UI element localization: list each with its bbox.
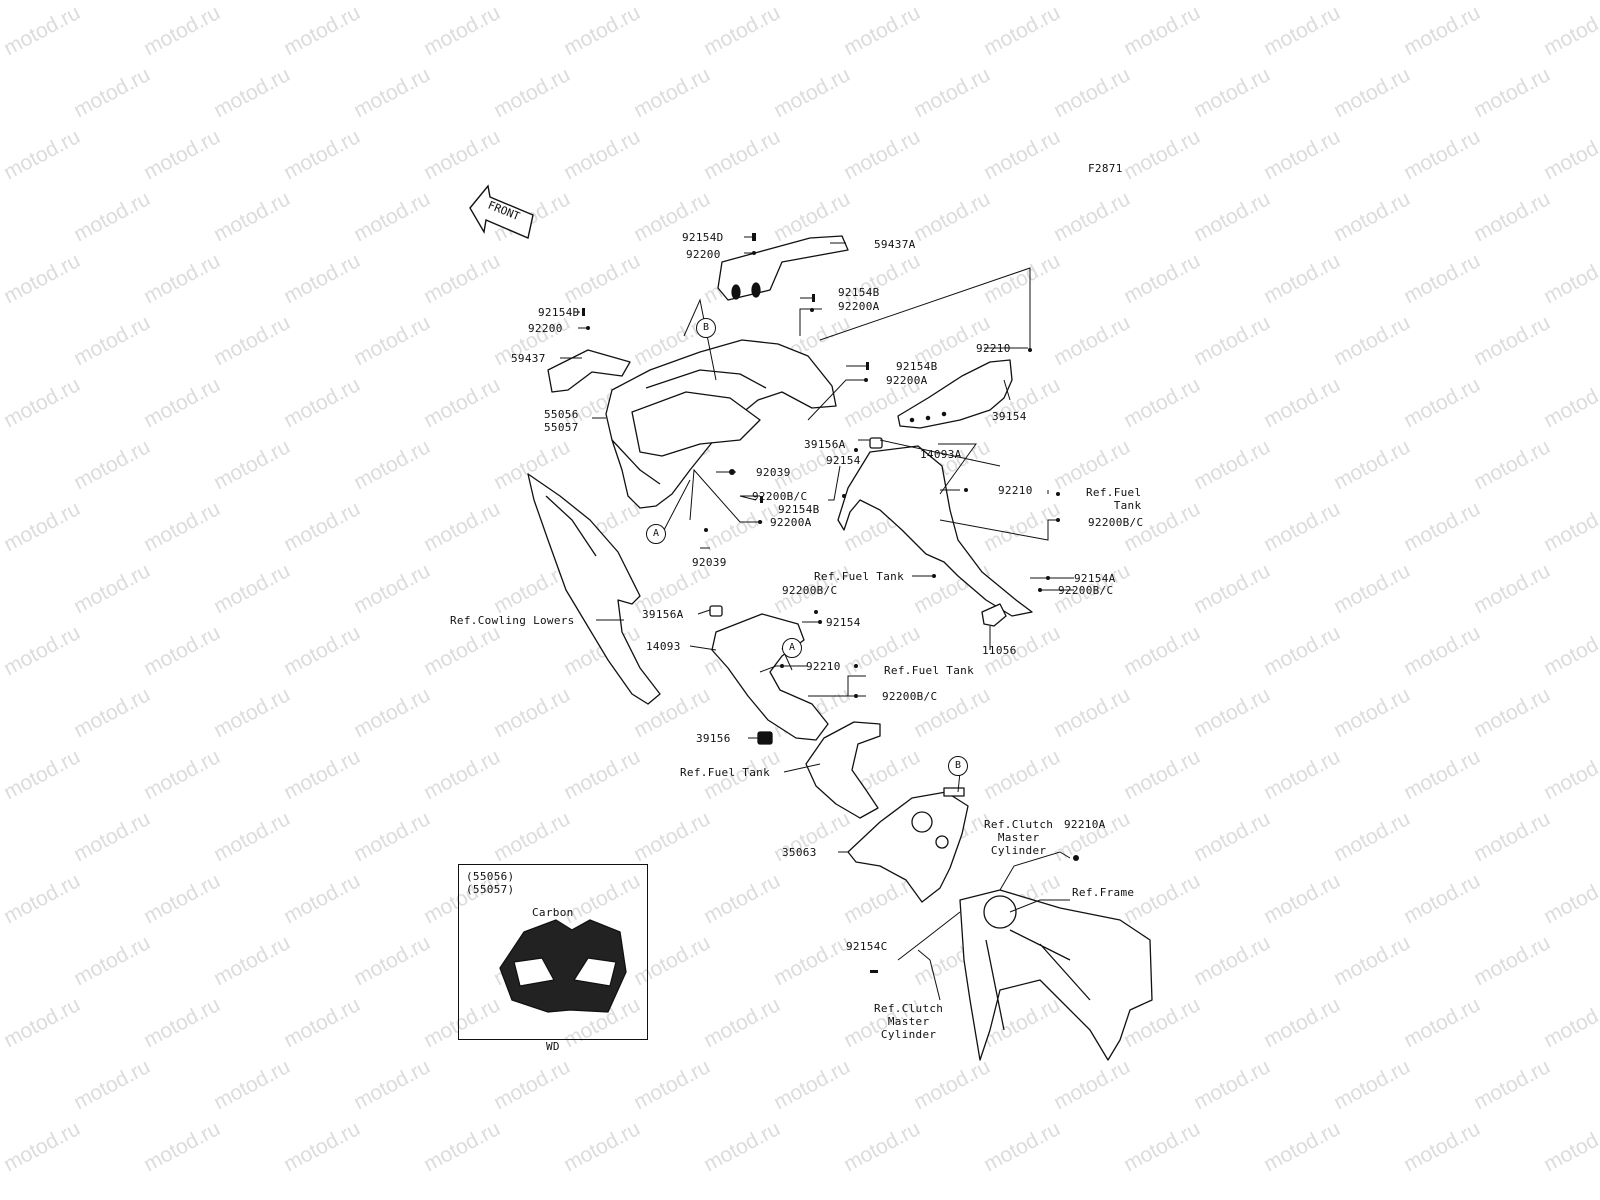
part-label-92154B[interactable]: 92154B xyxy=(838,286,880,299)
lower-inner-cover xyxy=(805,721,881,819)
side-cowling-panel xyxy=(527,473,661,705)
part-label-92200BC[interactable]: 92200B/C xyxy=(1058,584,1114,597)
part-label-59437[interactable]: 59437 xyxy=(511,352,546,365)
part-label-92200BC[interactable]: 92200B/C xyxy=(1088,516,1144,529)
part-label-55056[interactable]: 55056 xyxy=(544,408,579,421)
part-label-55057[interactable]: 55057 xyxy=(544,421,579,434)
inset-part-numbers: (55056) (55057) xyxy=(466,870,515,896)
part-label-92200[interactable]: 92200 xyxy=(528,322,563,335)
part-label-92200BC[interactable]: 92200B/C xyxy=(882,690,938,703)
inset-variant-label: WD xyxy=(546,1040,560,1053)
part-label-92154C[interactable]: 92154C xyxy=(846,940,888,953)
part-label-92210[interactable]: 92210 xyxy=(976,342,1011,355)
ref-clutch-master-cylinder[interactable]: Ref.Clutch Master Cylinder xyxy=(874,1002,944,1041)
front-arrow-icon: FRONT xyxy=(469,184,534,239)
inner-cover-14093 xyxy=(711,613,829,741)
part-label-92200BC[interactable]: 92200B/C xyxy=(752,490,808,503)
part-label-92210[interactable]: 92210 xyxy=(806,660,841,673)
part-label-14093[interactable]: 14093 xyxy=(646,640,681,653)
callout-b: B xyxy=(948,756,968,776)
bracket-59437A xyxy=(717,235,849,301)
part-label-39156A[interactable]: 39156A xyxy=(804,438,846,451)
plug-39156A-upper xyxy=(869,437,883,449)
part-label-92154B[interactable]: 92154B xyxy=(896,360,938,373)
ref-fuel-tank[interactable]: Ref.Fuel Tank xyxy=(1086,486,1142,512)
bracket-59437 xyxy=(547,349,631,393)
ref-clutch-master-cylinder[interactable]: Ref.Clutch Master Cylinder xyxy=(984,818,1054,857)
plug-39156 xyxy=(757,731,773,745)
callout-b: B xyxy=(696,318,716,338)
part-label-92210A[interactable]: 92210A xyxy=(1064,818,1106,831)
bracket-11056 xyxy=(981,603,1007,627)
part-label-92154D[interactable]: 92154D xyxy=(538,306,580,319)
part-label-92154A[interactable]: 92154A xyxy=(1074,572,1116,585)
part-label-92200A[interactable]: 92200A xyxy=(838,300,880,313)
callout-a: A xyxy=(782,638,802,658)
part-label-92154B[interactable]: 92154B xyxy=(778,503,820,516)
part-label-59437A[interactable]: 59437A xyxy=(874,238,916,251)
inset-material-label: Carbon xyxy=(532,906,574,919)
part-label-92039[interactable]: 92039 xyxy=(756,466,791,479)
ref-fuel-tank[interactable]: Ref.Fuel Tank xyxy=(814,570,904,583)
callout-a: A xyxy=(646,524,666,544)
part-label-39156A[interactable]: 39156A xyxy=(642,608,684,621)
part-label-92200A[interactable]: 92200A xyxy=(886,374,928,387)
ref-cowling-lowers[interactable]: Ref.Cowling Lowers xyxy=(450,614,575,627)
parts-line-art xyxy=(499,235,1153,1061)
part-label-92200BC[interactable]: 92200B/C xyxy=(782,584,838,597)
stay-35063 xyxy=(847,791,969,903)
ref-frame[interactable]: Ref.Frame xyxy=(1072,886,1135,899)
frame xyxy=(959,889,1153,1061)
part-label-92200A[interactable]: 92200A xyxy=(770,516,812,529)
part-label-92154[interactable]: 92154 xyxy=(826,616,861,629)
inner-cover-14093A xyxy=(837,445,1033,617)
carbon-cowl-icon xyxy=(499,919,627,1013)
part-label-92154[interactable]: 92154 xyxy=(826,454,861,467)
plug-39156A-lower xyxy=(709,605,723,617)
part-label-11056[interactable]: 11056 xyxy=(982,644,1017,657)
inset-carbon-variant xyxy=(458,864,648,1040)
part-label-39154[interactable]: 39154 xyxy=(992,410,1027,423)
part-label-92210[interactable]: 92210 xyxy=(998,484,1033,497)
ref-fuel-tank[interactable]: Ref.Fuel Tank xyxy=(884,664,974,677)
part-label-39156[interactable]: 39156 xyxy=(696,732,731,745)
leader-lines xyxy=(560,236,1074,1001)
part-label-92154D[interactable]: 92154D xyxy=(682,231,724,244)
part-label-14093A[interactable]: 14093A xyxy=(920,448,962,461)
diagram-id: F2871 xyxy=(1088,162,1123,175)
part-number-ticks xyxy=(582,233,1079,973)
windscreen-39154 xyxy=(897,359,1013,429)
ref-fuel-tank[interactable]: Ref.Fuel Tank xyxy=(680,766,770,779)
part-label-92200[interactable]: 92200 xyxy=(686,248,721,261)
part-label-92039[interactable]: 92039 xyxy=(692,556,727,569)
part-label-35063[interactable]: 35063 xyxy=(782,846,817,859)
